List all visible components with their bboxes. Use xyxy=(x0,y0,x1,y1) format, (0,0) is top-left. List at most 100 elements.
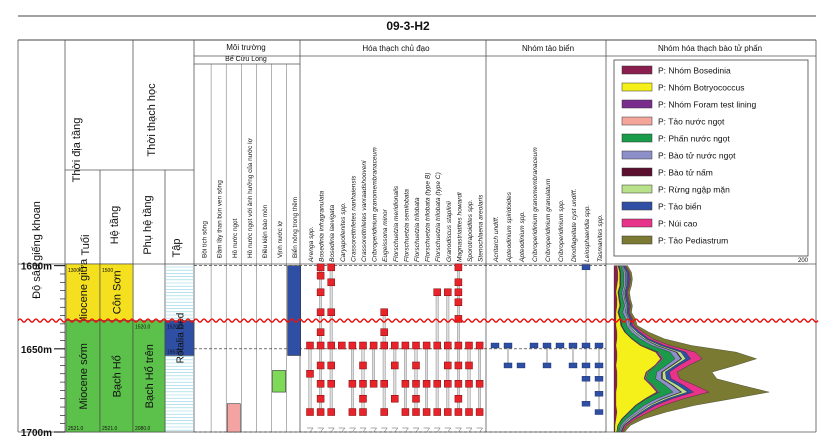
occurrence-marker xyxy=(465,341,473,350)
occurrence-marker xyxy=(433,288,441,297)
occurrence-marker xyxy=(316,308,325,316)
subsystem-bottom-value: 2080.0 xyxy=(135,426,151,432)
system-bottom-value: 2521.0 xyxy=(102,426,118,432)
occurrence-marker xyxy=(316,380,325,388)
range-end-marker xyxy=(476,427,484,433)
depth-tick-label: 1600m xyxy=(21,262,52,273)
occurrence-marker xyxy=(454,278,463,287)
key-taxon-label: Arenga spp. xyxy=(308,226,315,263)
env-label: Bồi tích sông xyxy=(200,221,209,258)
legend-swatch xyxy=(621,201,653,211)
occurrence-marker xyxy=(422,380,431,388)
occurrence-marker xyxy=(454,380,463,388)
system-header: Hệ tầng xyxy=(109,206,121,245)
occurrence-marker xyxy=(359,408,367,416)
occurrence-marker xyxy=(444,341,452,350)
environment-bar xyxy=(272,370,286,393)
algae-marker xyxy=(594,391,604,397)
algae-marker xyxy=(568,342,578,349)
algae-marker xyxy=(490,342,500,349)
env-label: Biển nông trong thềm xyxy=(290,197,299,258)
legend-label: P: Nhóm Botryococcus xyxy=(658,83,744,93)
key-taxon-label: Crassoretitriletes vanraadshooveni xyxy=(361,160,368,262)
occurrence-marker xyxy=(475,341,484,350)
env-label: Đầm lầy than bùn ven sông xyxy=(215,180,224,258)
chart-title: 09-3-H2 xyxy=(386,19,430,33)
legend-swatch xyxy=(621,235,653,245)
key-taxon-label: Florschuetzia trilobata xyxy=(414,197,421,262)
algae-taxon-label: Apteodinium spiridoides xyxy=(506,191,513,263)
legend-label: P: Tảo nước ngọt xyxy=(658,117,725,127)
occurrence-marker xyxy=(444,408,452,416)
algae-taxon-label: Cribroperidinium granomembranaceum xyxy=(532,147,539,262)
occurrence-marker xyxy=(316,361,325,370)
age-block xyxy=(65,320,101,433)
occurrence-marker xyxy=(327,308,335,316)
algae-marker xyxy=(581,401,591,407)
area-axis-max-label: 200 xyxy=(798,258,809,264)
key-taxon-label: Florschuetzia semilobata xyxy=(403,189,410,262)
occurrence-marker xyxy=(412,380,420,388)
depth-header: Độ sâu giếng khoan xyxy=(31,201,43,299)
environment-bar xyxy=(287,265,302,356)
occurrence-marker xyxy=(454,315,463,323)
occurrence-marker xyxy=(380,341,388,350)
range-end-marker xyxy=(317,427,325,433)
subsystem-label: Bạch Hổ trên xyxy=(144,344,156,408)
unconformity xyxy=(17,318,819,323)
range-bar xyxy=(404,345,407,413)
occurrence-marker xyxy=(391,341,399,350)
range-bar xyxy=(446,292,450,413)
range-end-marker xyxy=(434,427,441,433)
occurrence-marker xyxy=(412,361,420,370)
environment-bar xyxy=(226,403,241,433)
range-end-marker xyxy=(455,427,462,433)
occurrence-marker xyxy=(316,341,325,350)
range-bar xyxy=(329,267,333,413)
range-end-marker xyxy=(466,427,473,433)
range-end-marker xyxy=(349,427,356,433)
age-top-value: 1300.0 xyxy=(68,268,84,274)
range-end-marker xyxy=(423,427,431,433)
occurrence-marker xyxy=(327,278,335,287)
occurrence-marker xyxy=(422,341,431,350)
algae-marker xyxy=(503,362,513,369)
env-label: Hồ nước ngọt với ảnh hưởng của nước lợ xyxy=(245,138,254,258)
algae-marker xyxy=(529,342,539,349)
algae-marker xyxy=(503,342,513,349)
occurrence-marker xyxy=(454,288,463,297)
occurrence-marker xyxy=(444,288,452,297)
member-block xyxy=(164,320,195,356)
area-series xyxy=(622,265,770,433)
system-top-value: 1500 xyxy=(102,268,113,274)
range-end-marker xyxy=(413,427,420,433)
occurrence-marker xyxy=(316,288,325,297)
environment-header: Môi trường xyxy=(226,43,266,52)
occurrence-marker xyxy=(348,408,357,416)
range-bar xyxy=(425,345,428,413)
occurrence-marker xyxy=(465,361,473,370)
palyno-groups-header: Nhóm hóa thạch bào tử phấn xyxy=(658,44,762,53)
occurrence-marker xyxy=(475,380,484,388)
env-label: Hồ nước ngọt xyxy=(230,218,239,258)
algae-taxon-label: Tasmanites spp. xyxy=(597,214,604,262)
key-taxon-label: Sporotrapoidites spp. xyxy=(467,200,474,262)
occurrence-marker xyxy=(444,361,452,370)
system-block xyxy=(99,263,134,321)
occurrence-marker xyxy=(433,380,441,388)
member-label: Rotalia bed xyxy=(176,313,187,364)
range-bar xyxy=(478,345,481,413)
key-taxon-label: Florschuetzia trilobata (type C) xyxy=(435,172,442,262)
age-label: Miocene giữa xyxy=(78,258,90,326)
algae-marker xyxy=(594,342,604,349)
range-end-marker xyxy=(391,427,399,433)
occurrence-marker xyxy=(348,380,357,388)
environment-bars xyxy=(226,265,302,433)
legend-swatch xyxy=(621,82,653,92)
occurrence-marker xyxy=(401,380,410,388)
legend-swatch xyxy=(621,150,653,160)
occurrence-marks xyxy=(306,263,604,433)
occurrence-marker xyxy=(380,408,388,416)
range-end-marker xyxy=(307,427,314,433)
